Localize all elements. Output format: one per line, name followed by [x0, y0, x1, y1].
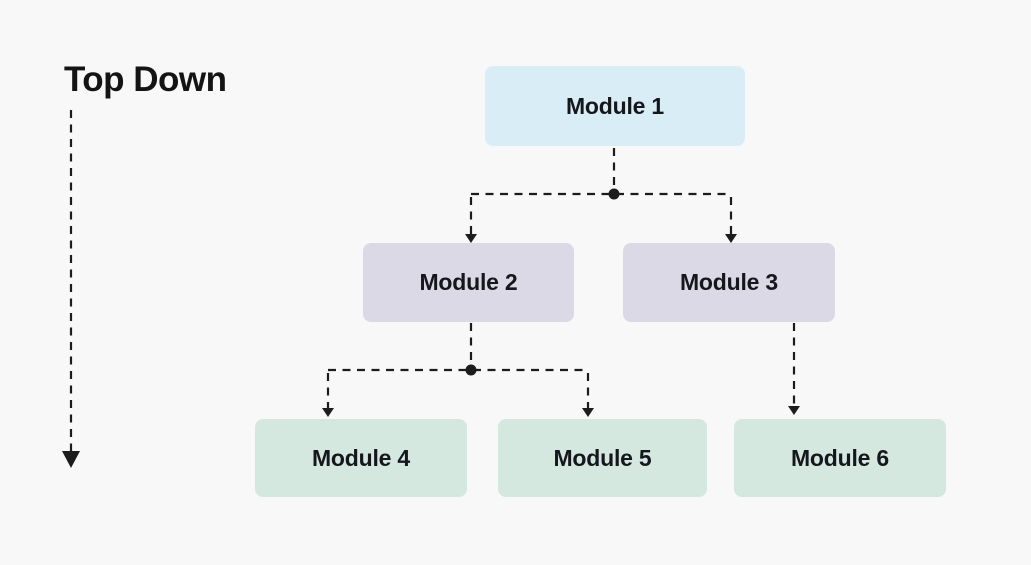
- connector-module3-module6: [788, 323, 800, 415]
- connector-module2-children: [322, 323, 594, 417]
- direction-down-arrow-icon: [62, 110, 80, 468]
- arrowhead-icon: [788, 406, 800, 415]
- node-module-6: Module 6: [734, 419, 946, 497]
- node-label: Module 4: [311, 444, 411, 471]
- node-label: Module 2: [419, 269, 518, 295]
- junction-dot: [465, 364, 477, 376]
- arrowhead-icon: [725, 234, 737, 243]
- node-module-3: Module 3: [623, 243, 835, 322]
- arrowhead-icon: [582, 408, 594, 417]
- node-label: Module 5: [553, 444, 652, 471]
- arrowhead-icon: [322, 408, 334, 417]
- node-label: Module 1: [565, 92, 665, 119]
- page-title: Top Down: [64, 60, 227, 99]
- node-module-4: Module 4: [255, 419, 467, 497]
- junction-dot: [608, 188, 620, 200]
- node-module-1: Module 1: [485, 66, 745, 146]
- connector-module1-children: [465, 148, 737, 243]
- node-module-5: Module 5: [498, 419, 707, 497]
- node-label: Module 3: [679, 269, 779, 295]
- node-module-2: Module 2: [363, 243, 574, 322]
- arrowhead-icon: [465, 234, 477, 243]
- node-label: Module 6: [790, 444, 890, 471]
